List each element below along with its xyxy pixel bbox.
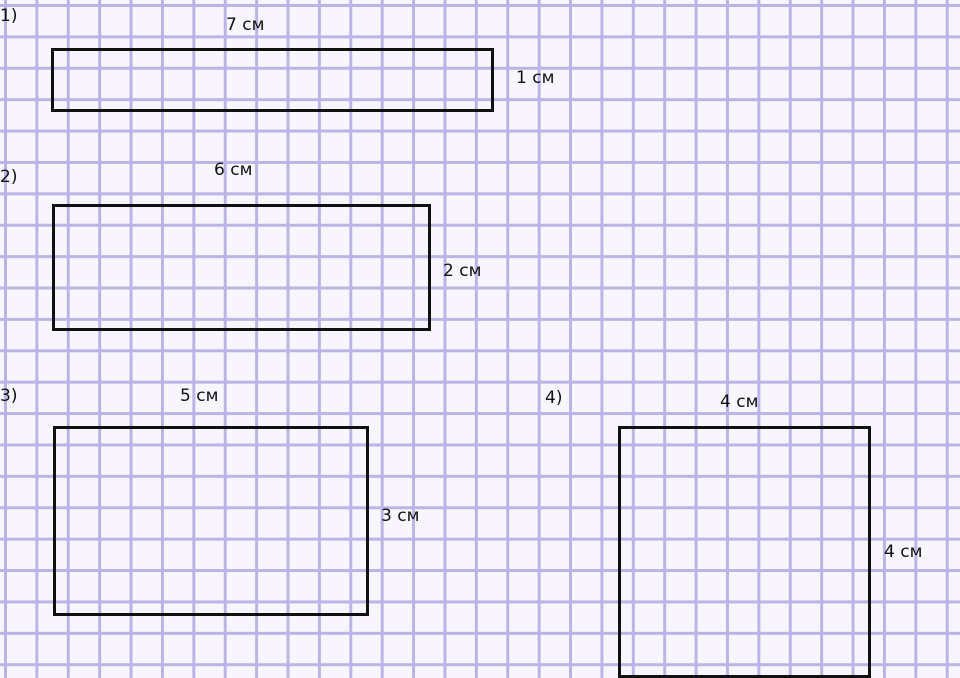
figure-1-rectangle	[51, 48, 494, 112]
figure-4-number: 4)	[545, 388, 563, 408]
figure-1-number: 1)	[0, 6, 18, 26]
figure-2-number: 2)	[0, 167, 18, 187]
figure-4-rectangle	[618, 426, 871, 678]
figure-2-height-label: 2 см	[443, 261, 482, 281]
figure-4-height-label: 4 см	[884, 542, 923, 562]
figure-2-rectangle	[52, 204, 431, 331]
figure-1-width-label: 7 см	[226, 15, 265, 35]
figure-3-number: 3)	[0, 386, 18, 406]
figure-1-height-label: 1 см	[516, 68, 555, 88]
figure-4-width-label: 4 см	[720, 392, 759, 412]
figure-3-height-label: 3 см	[381, 506, 420, 526]
figure-3-rectangle	[53, 426, 369, 616]
figure-3-width-label: 5 см	[180, 386, 219, 406]
figure-2-width-label: 6 см	[214, 160, 253, 180]
